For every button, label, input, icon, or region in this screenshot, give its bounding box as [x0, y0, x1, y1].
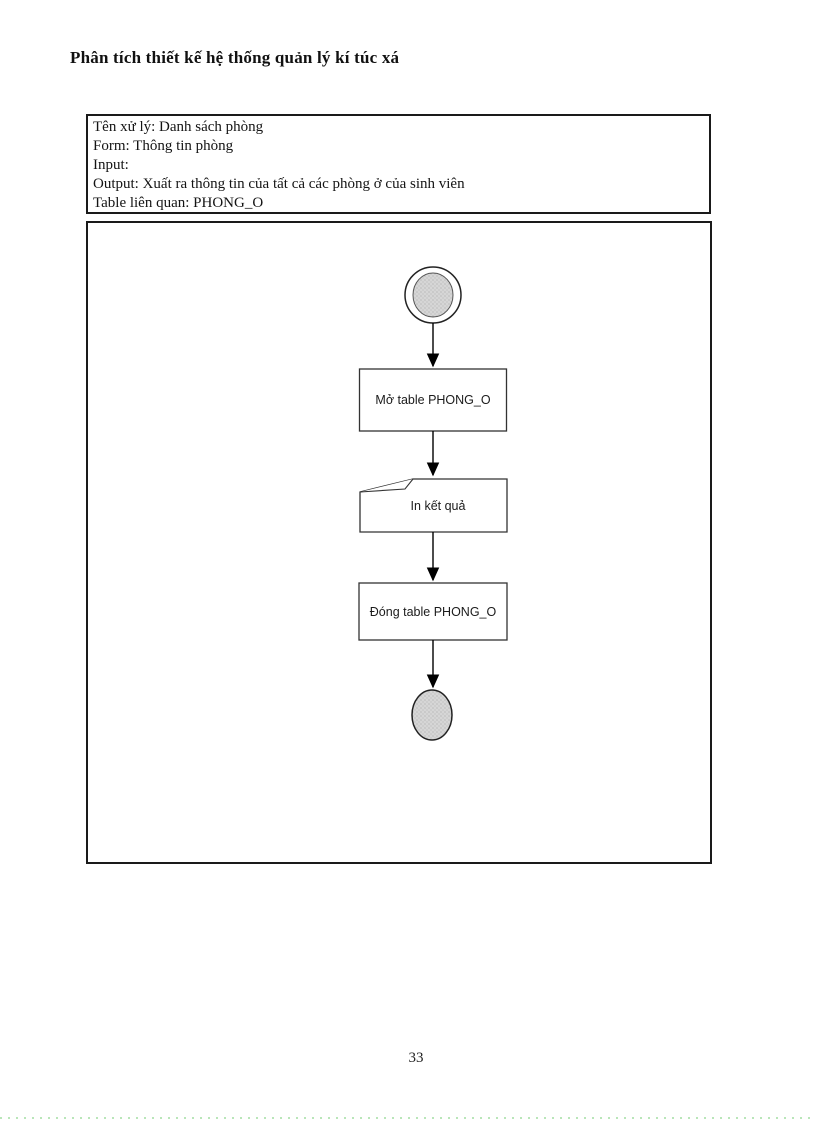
process-info-box: Tên xử lý: Danh sách phòng Form: Thông t… [86, 114, 711, 214]
page-bottom-divider [0, 1117, 816, 1119]
flowchart-diagram: Mở table PHONG_O In kết quả Đóng table P… [358, 266, 508, 741]
note-box-corner-fold [359, 478, 414, 493]
info-line-form: Form: Thông tin phòng [93, 138, 234, 154]
process-box-open-table: Mở table PHONG_O [358, 368, 508, 432]
info-line-output: Output: Xuất ra thông tin của tất cả các… [93, 176, 465, 192]
info-line-input: Input: [93, 157, 129, 173]
info-line-table: Table liên quan: PHONG_O [93, 195, 264, 211]
note-box-print-result-label: In kết quả [411, 499, 466, 513]
end-node [411, 689, 453, 741]
start-node-inner-circle [412, 272, 454, 318]
note-box-print-result: In kết quả [359, 478, 508, 533]
info-line-ten-xu-ly: Tên xử lý: Danh sách phòng [93, 119, 264, 135]
flowchart-container: Mở table PHONG_O In kết quả Đóng table P… [86, 221, 712, 864]
process-box-close-table-label: Đóng table PHONG_O [370, 605, 497, 619]
process-box-close-table: Đóng table PHONG_O [358, 582, 508, 641]
process-box-open-table-label: Mở table PHONG_O [375, 393, 490, 407]
start-node [404, 266, 462, 324]
page-number: 33 [408, 1050, 424, 1066]
page-title: Phân tích thiết kế hệ thống quản lý kí t… [70, 48, 400, 67]
